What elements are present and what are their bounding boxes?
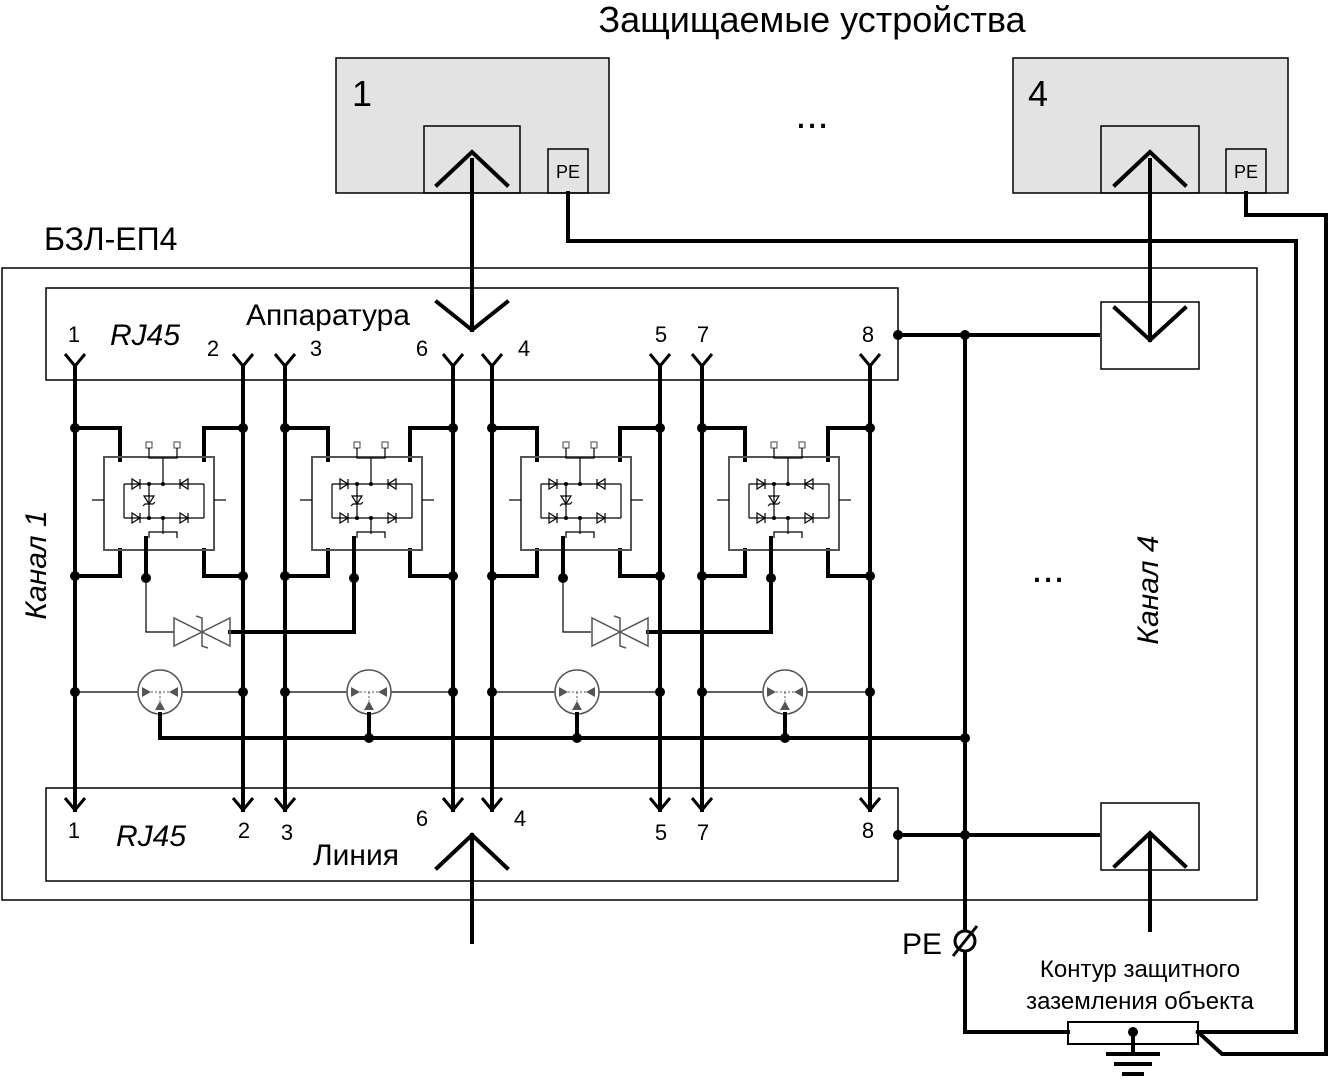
pin-contacts (63, 352, 882, 812)
gdt-3 (554, 669, 600, 715)
channel-1-label: Канал 1 (20, 510, 53, 619)
gdt-4 (762, 669, 808, 715)
pin-wires (73, 364, 872, 812)
bottom-pin-6: 6 (416, 806, 428, 831)
pe-terminal: PE (902, 925, 979, 961)
top-pin-5: 5 (655, 322, 667, 347)
line-connector-type: RJ45 (116, 820, 186, 853)
bottom-pin-8: 8 (862, 818, 874, 843)
signal-arrows (434, 149, 1188, 944)
top-pin-7: 7 (697, 322, 709, 347)
channels-ellipsis: ... (1031, 547, 1064, 591)
devices-ellipsis: ... (795, 93, 828, 137)
line-port-name: Линия (313, 839, 399, 872)
tvs-link-1 (145, 538, 356, 649)
pe-wires (566, 191, 1328, 1056)
top-pin-1: 1 (68, 322, 80, 347)
block-outline (1, 267, 1258, 901)
block-name: БЗЛ-ЕП4 (44, 221, 177, 257)
top-pin-2: 2 (207, 336, 219, 361)
module-branch-wires (73, 426, 872, 578)
top-pin-4: 4 (518, 336, 530, 361)
junction-dots (70, 330, 970, 840)
bottom-pin-4: 4 (514, 806, 526, 831)
device-4-number: 4 (1028, 73, 1048, 114)
bottom-pin-labels: 1 2 3 6 4 5 7 8 (68, 806, 874, 845)
protection-module-2 (299, 441, 435, 551)
tvs-link-2 (562, 538, 773, 649)
ground-bus (158, 333, 1100, 1034)
ground-contour-line-2: заземления объекта (1026, 988, 1254, 1015)
bottom-pin-5: 5 (655, 820, 667, 845)
device-1-number: 1 (352, 73, 372, 114)
top-pin-8: 8 (862, 322, 874, 347)
device-4-pe-label: PE (1234, 162, 1258, 182)
ground-contour-line-1: Контур защитного (1040, 956, 1240, 983)
ground-contour-symbol (1067, 1021, 1199, 1076)
equipment-port-name: Аппаратура (246, 299, 410, 332)
equipment-connector-type: RJ45 (110, 319, 180, 352)
gdt-row (75, 669, 870, 715)
gdt-2 (346, 669, 392, 715)
protection-module-4 (716, 441, 852, 551)
bottom-pin-7: 7 (697, 820, 709, 845)
bottom-pin-3: 3 (281, 820, 293, 845)
device-1-pe-label: PE (556, 162, 580, 182)
diagram-title: Защищаемые устройства (598, 0, 1026, 40)
top-pin-labels: 1 2 3 6 4 5 7 8 (68, 322, 874, 361)
bottom-pin-2: 2 (238, 818, 250, 843)
channel-4-label: Канал 4 (1132, 535, 1165, 644)
protection-module-3 (508, 441, 644, 551)
gdt-1 (137, 669, 183, 715)
module-tail-wires (144, 536, 773, 580)
bottom-pin-1: 1 (68, 818, 80, 843)
top-pin-6: 6 (416, 336, 428, 361)
top-pin-3: 3 (310, 336, 322, 361)
pe-terminal-label: PE (902, 928, 942, 961)
